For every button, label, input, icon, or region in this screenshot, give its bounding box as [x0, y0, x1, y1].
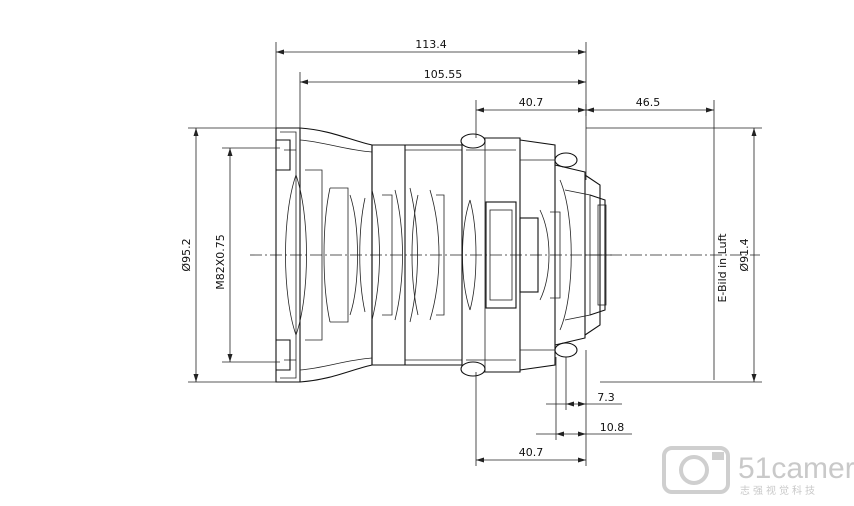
- front-barrel: [299, 127, 462, 383]
- dim-filter-thread: M82X0.75: [214, 234, 227, 290]
- dim-body-length: 105.55: [424, 68, 463, 81]
- dim-image-distance: 46.5: [636, 96, 661, 109]
- extension-lines: [188, 42, 762, 466]
- image-plane-label: E-Bild in Luft: [716, 233, 729, 303]
- watermark-brand: 51camera: [738, 452, 854, 485]
- dim-overall-length: 113.4: [415, 38, 447, 51]
- middle-housing: [460, 133, 561, 377]
- dimension-lines: [193, 49, 757, 463]
- camera-logo-icon: [662, 446, 730, 494]
- front-flange: [275, 127, 301, 383]
- dim-rear-diameter: Ø91.4: [738, 238, 751, 271]
- watermark-tagline: 志强视觉科技: [740, 484, 818, 497]
- dim-bottom-length: 40.7: [519, 446, 544, 459]
- front-lens-group: [285, 169, 445, 341]
- rear-mount: [554, 152, 612, 358]
- dim-small-offset-2: 10.8: [600, 421, 625, 434]
- watermark: 51camera 志强视觉科技: [662, 446, 854, 497]
- dim-mount-offset: 40.7: [519, 96, 544, 109]
- dim-front-diameter: Ø95.2: [180, 238, 193, 271]
- dim-small-offset-1: 7.3: [597, 391, 615, 404]
